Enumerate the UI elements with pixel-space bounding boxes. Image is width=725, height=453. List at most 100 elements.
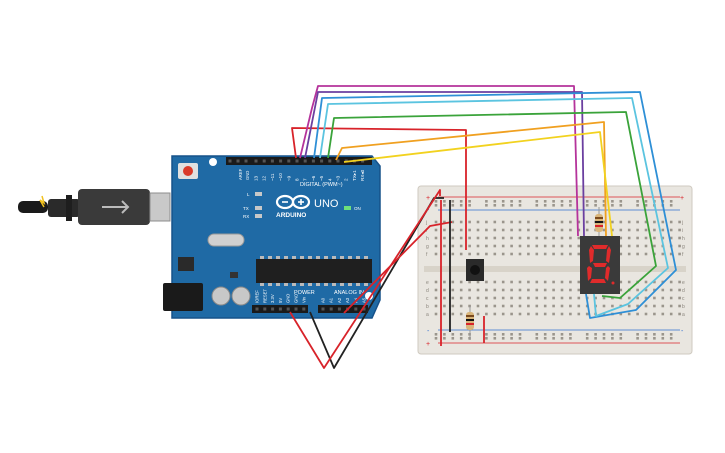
breadboard-hole [577,288,581,292]
breadboard-hole [569,312,572,316]
chip-pin [308,256,312,259]
capacitor [231,286,251,306]
breadboard-row-letter: c [682,296,685,302]
digital-pin-label: 13 [254,175,259,181]
breadboard-hole [644,228,648,232]
chip-pin [284,256,288,259]
breadboard-hole [569,200,572,203]
breadboard-hole [535,236,539,240]
digital-pin-label: ~10 [278,173,283,181]
breadboard-hole [510,280,513,284]
breadboard-hole [543,288,547,292]
breadboard-hole [443,337,446,340]
breadboard-hole [627,304,631,308]
breadboard-hole [644,296,648,300]
breadboard-hole [501,220,505,224]
breadboard-hole [434,312,438,316]
breadboard-hole [619,200,623,203]
breadboard-hole [501,228,505,232]
power-pin-label: 5V [278,298,283,303]
breadboard-hole [476,312,480,316]
breadboard-hole [443,244,446,248]
breadboard-hole [594,333,597,336]
wire-cyan [319,97,669,317]
breadboard-hole [560,296,564,300]
breadboard-hole [459,304,463,308]
breadboard-hole [493,304,497,308]
breadboard-hole [527,244,530,248]
breadboard-hole [443,200,446,203]
push-button[interactable] [466,259,484,281]
breadboard-hole [518,337,522,340]
breadboard-hole [619,244,623,248]
breadboard-hole [611,228,614,232]
breadboard-hole [527,296,530,300]
breadboard-hole [451,333,455,336]
aref-label: AREF [238,168,243,180]
capacitor [211,286,231,306]
breadboard-hole [543,296,547,300]
chip-pin [348,283,352,286]
wire-green [327,111,657,299]
breadboard-hole [476,244,480,248]
breadboard-row-letter: a [426,312,429,318]
breadboard-hole [493,220,497,224]
header-hole [295,159,299,163]
breadboard-hole [619,333,623,336]
breadboard-hole [569,228,572,232]
breadboard-hole [485,337,488,340]
header-hole [270,159,274,163]
breadboard-row-letter: e [682,280,685,286]
breadboard-hole [510,228,513,232]
breadboard-hole [611,200,614,203]
breadboard-hole [527,220,530,224]
breadboard-row-letter: i [426,228,427,234]
breadboard-hole [569,204,572,207]
breadboard-hole [594,204,597,207]
breadboard-hole [459,236,463,240]
breadboard-hole [434,204,438,207]
breadboard-hole [485,220,488,224]
breadboard-hole [585,204,589,207]
breadboard-hole [501,337,505,340]
breadboard-hole [560,337,564,340]
breadboard-hole [493,280,497,284]
breadboard-hole [669,312,673,316]
breadboard-row-letter: j [425,220,427,226]
breadboard-hole [434,337,438,340]
breadboard-hole [636,236,639,240]
breadboard-hole [510,236,513,240]
breadboard-hole [552,296,555,300]
breadboard-hole [560,280,564,284]
breadboard-hole [468,200,471,203]
breadboard-hole [552,204,555,207]
breadboard-hole [468,280,471,284]
breadboard-hole [535,296,539,300]
breadboard-hole [535,312,539,316]
breadboard-hole [476,228,480,232]
breadboard-hole [476,304,480,308]
breadboard-hole [644,280,648,284]
breadboard-hole [485,312,488,316]
breadboard-hole [459,312,463,316]
breadboard-hole [560,236,564,240]
breadboard-hole [543,204,547,207]
breadboard-hole [552,220,555,224]
breadboard-hole [543,220,547,224]
breadboard-hole [560,220,564,224]
breadboard-hole [644,204,648,207]
breadboard-hole [527,252,530,256]
breadboard-hole [636,204,639,207]
breadboard-hole [585,312,589,316]
digital-pin-label: ~6 [311,175,316,181]
breadboard-hole [585,200,589,203]
rail-plus-bottom: + [426,341,430,348]
breadboard-hole [510,288,513,292]
breadboard-hole [552,244,555,248]
breadboard-hole [602,304,606,308]
breadboard-hole [644,333,648,336]
breadboard-hole [611,337,614,340]
breadboard-hole [619,204,623,207]
breadboard-hole [459,296,463,300]
analog-header [318,305,368,313]
